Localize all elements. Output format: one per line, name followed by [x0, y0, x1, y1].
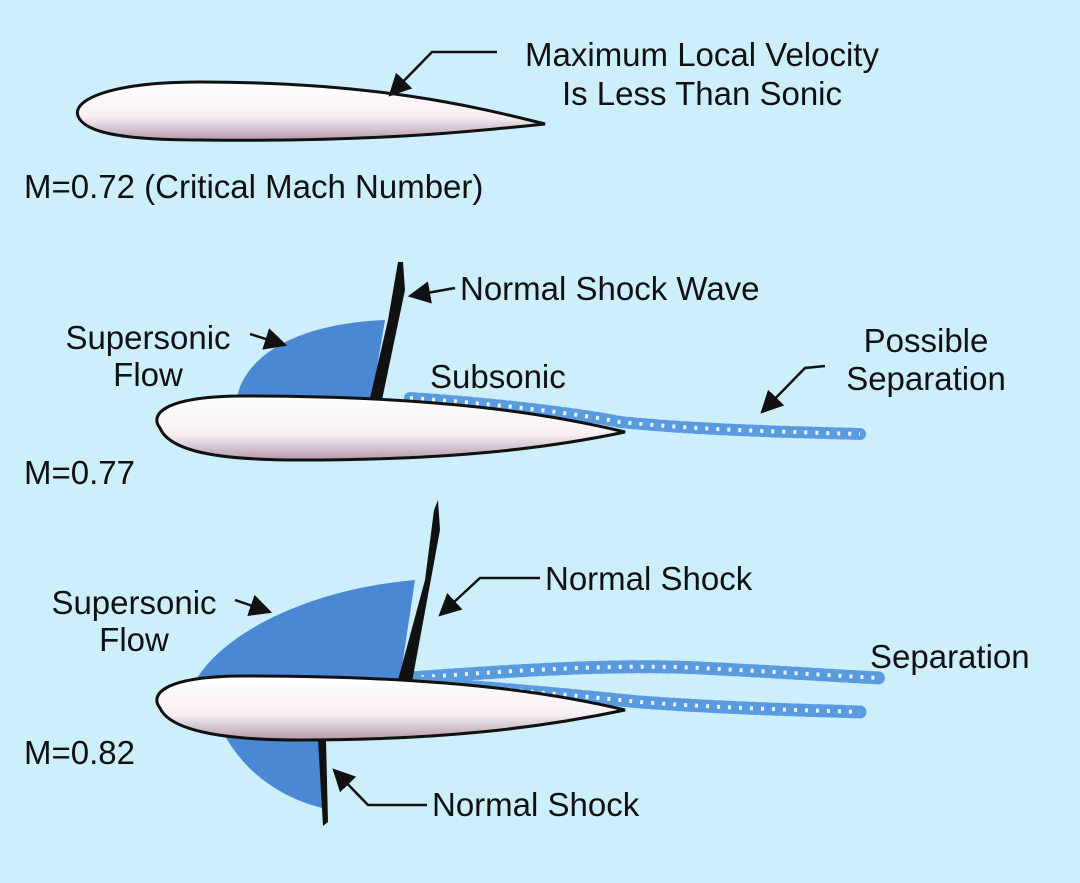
shock-leader-3-upper [438, 576, 540, 617]
normal-shock-upper-3 [398, 500, 440, 682]
normal-shock-lower-3 [318, 740, 328, 826]
possible-separation-line1: Possible [864, 322, 989, 359]
wake-3-upper [403, 660, 887, 685]
possible-separation-line2: Separation [846, 360, 1006, 397]
wake-2-inner [409, 396, 861, 436]
velocity-leader-line [388, 50, 497, 97]
panel-m082: Normal Shock Supersonic Flow Separation … [24, 500, 1030, 826]
supersonic-flow-label-3-line1: Supersonic [51, 584, 216, 621]
mach-label-3: M=0.82 [24, 734, 135, 771]
normal-shock-label-upper: Normal Shock [545, 560, 753, 597]
separation-leader-2 [760, 364, 826, 414]
panel-m072: Maximum Local Velocity Is Less Than Soni… [24, 36, 879, 205]
velocity-callout-line1: Maximum Local Velocity [525, 36, 879, 73]
normal-shock-wave-2 [370, 262, 405, 400]
airfoil-2 [155, 394, 626, 462]
supersonic-region-3-lower [225, 736, 322, 808]
shock-leader-3-lower [332, 768, 427, 807]
flow-leader-2 [249, 328, 288, 350]
subsonic-label: Subsonic [430, 358, 566, 395]
separation-label: Separation [870, 638, 1030, 675]
flow-leader-3 [234, 594, 273, 617]
normal-shock-label-lower: Normal Shock [432, 786, 640, 823]
airfoil-3 [155, 674, 626, 742]
supersonic-flow-label-3-line2: Flow [99, 621, 169, 658]
panel-m077: Normal Shock Wave Supersonic Flow Subson… [24, 262, 1006, 491]
supersonic-region-2 [236, 320, 385, 404]
supersonic-flow-label-2-line2: Flow [113, 356, 183, 393]
supersonic-flow-label-2-line1: Supersonic [65, 319, 230, 356]
wake-3-upper-inner [409, 664, 881, 680]
normal-shock-wave-label: Normal Shock Wave [460, 270, 760, 307]
shock-leader-2 [407, 281, 456, 304]
mach-label-1: M=0.72 (Critical Mach Number) [24, 168, 483, 205]
airfoil-1 [75, 80, 546, 142]
supersonic-region-3-upper [190, 580, 415, 692]
wake-3-lower-inner [409, 680, 861, 714]
mach-label-2: M=0.77 [24, 454, 135, 491]
velocity-callout-line2: Is Less Than Sonic [562, 75, 842, 112]
